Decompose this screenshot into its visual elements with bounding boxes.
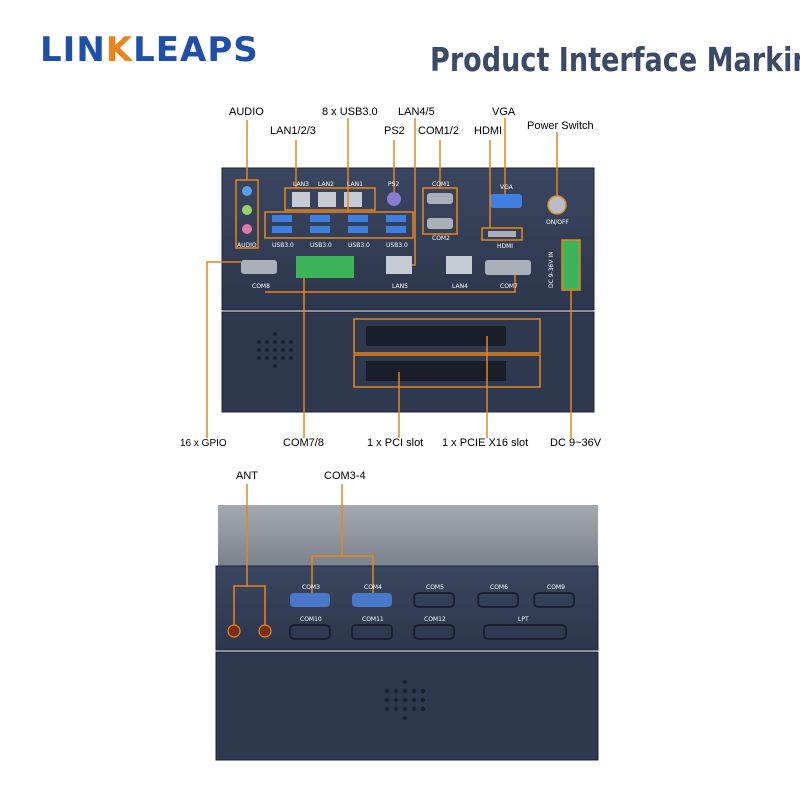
com3-port <box>290 593 330 607</box>
vga-port <box>490 194 522 208</box>
lan5-port <box>386 256 412 274</box>
dc-connector <box>561 239 581 291</box>
com11-text: COM11 <box>362 616 384 623</box>
lan1-text: LAN1 <box>347 181 363 188</box>
com8-port <box>241 260 277 274</box>
label-audio: AUDIO <box>229 106 264 118</box>
page-title: Product Interface Marking <box>430 40 800 79</box>
label-pci-slot: 1 x PCI slot <box>367 437 424 449</box>
label-lan123: LAN1/2/3 <box>270 125 316 137</box>
lpt-text: LPT <box>518 616 529 623</box>
label-ps2: PS2 <box>384 125 405 137</box>
label-lan45: LAN4/5 <box>398 106 435 118</box>
com6-text: COM6 <box>490 584 508 591</box>
speaker-grille-front <box>257 332 293 368</box>
lan4-text: LAN4 <box>452 283 468 290</box>
rear-chassis-top <box>218 505 598 566</box>
com5-text: COM5 <box>426 584 444 591</box>
speaker-grille-rear <box>384 679 426 721</box>
pcie-slot <box>353 318 541 354</box>
label-pcie-slot: 1 x PCIE X16 slot <box>442 437 529 449</box>
rear-leader-lines <box>233 484 374 625</box>
usb-text-2: USB3.0 <box>310 242 332 249</box>
gpio-block <box>296 256 354 278</box>
front-leader-lines <box>206 118 572 438</box>
com12-text: COM12 <box>424 616 446 623</box>
pci-slot <box>353 354 541 388</box>
com7-text: COM7 <box>500 283 518 290</box>
lan2-text: LAN2 <box>318 181 334 188</box>
label-ant: ANT <box>236 470 258 482</box>
hdmi-frame <box>481 227 523 241</box>
com4-text: COM4 <box>364 584 382 591</box>
label-vga: VGA <box>492 106 516 118</box>
ant-1 <box>227 624 241 638</box>
label-com34: COM3-4 <box>324 470 366 482</box>
lan4-port <box>446 256 472 274</box>
com3-text: COM3 <box>302 584 320 591</box>
usb-text-4: USB3.0 <box>386 242 408 249</box>
dc-text: DC 9-36V IN <box>548 251 555 288</box>
rear-chassis-upper <box>215 565 599 651</box>
label-usb30: 8 x USB3.0 <box>322 106 378 118</box>
lan123-frame <box>284 187 376 211</box>
front-chassis-upper <box>221 167 595 311</box>
hdmi-text: HDMI <box>497 243 513 250</box>
ps2-text: PS2 <box>388 181 399 188</box>
com9-text: COM9 <box>547 584 565 591</box>
com10-text: COM10 <box>300 616 322 623</box>
usb-frame <box>264 211 414 239</box>
usb-text-3: USB3.0 <box>348 242 370 249</box>
brand-logo: LINKLEAPS <box>40 30 259 70</box>
com4-port <box>352 593 392 607</box>
com2-text: COM2 <box>432 235 450 242</box>
label-power-switch: Power Switch <box>527 120 594 132</box>
com7-port <box>485 260 531 275</box>
audio-text: AUDIO <box>237 242 257 249</box>
com1-text: COM1 <box>432 181 450 188</box>
onoff-text: ON/OFF <box>546 219 569 226</box>
power-switch <box>547 195 567 215</box>
label-com78: COM7/8 <box>283 437 324 449</box>
usb-text-1: USB3.0 <box>272 242 294 249</box>
lan5-text: LAN5 <box>392 283 408 290</box>
label-com12: COM1/2 <box>418 125 459 137</box>
com8-text: COM8 <box>252 283 270 290</box>
rear-chassis-lower <box>215 651 599 761</box>
ant-2 <box>258 624 272 638</box>
label-dc-in: DC 9~36V <box>550 437 602 449</box>
vga-text: VGA <box>500 184 514 191</box>
label-hdmi: HDMI <box>474 125 503 137</box>
label-gpio: 16 x GPIO <box>180 438 227 449</box>
lan3-text: LAN3 <box>293 181 309 188</box>
